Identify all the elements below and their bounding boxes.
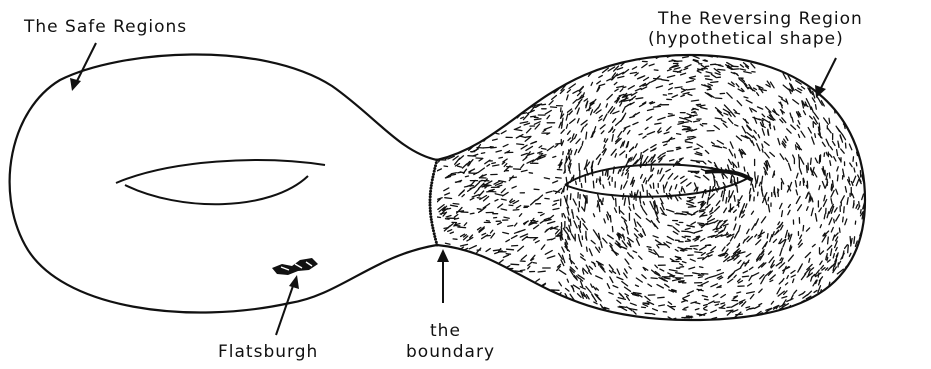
left-hole [116,160,325,204]
boundary-label-line2: boundary [406,342,495,362]
boundary-label-line1: the [430,321,461,341]
flatsburgh-marker [272,258,318,275]
boundary-arrow [437,249,449,303]
reversing-region-sublabel: (hypothetical shape) [648,29,844,49]
reversing-region-arrow [815,58,836,98]
reversing-region-texture [434,49,869,326]
safe-regions-label: The Safe Regions [23,17,187,37]
flatsburgh-label: Flatsburgh [218,342,318,362]
reversing-region-label: The Reversing Region [657,9,863,29]
